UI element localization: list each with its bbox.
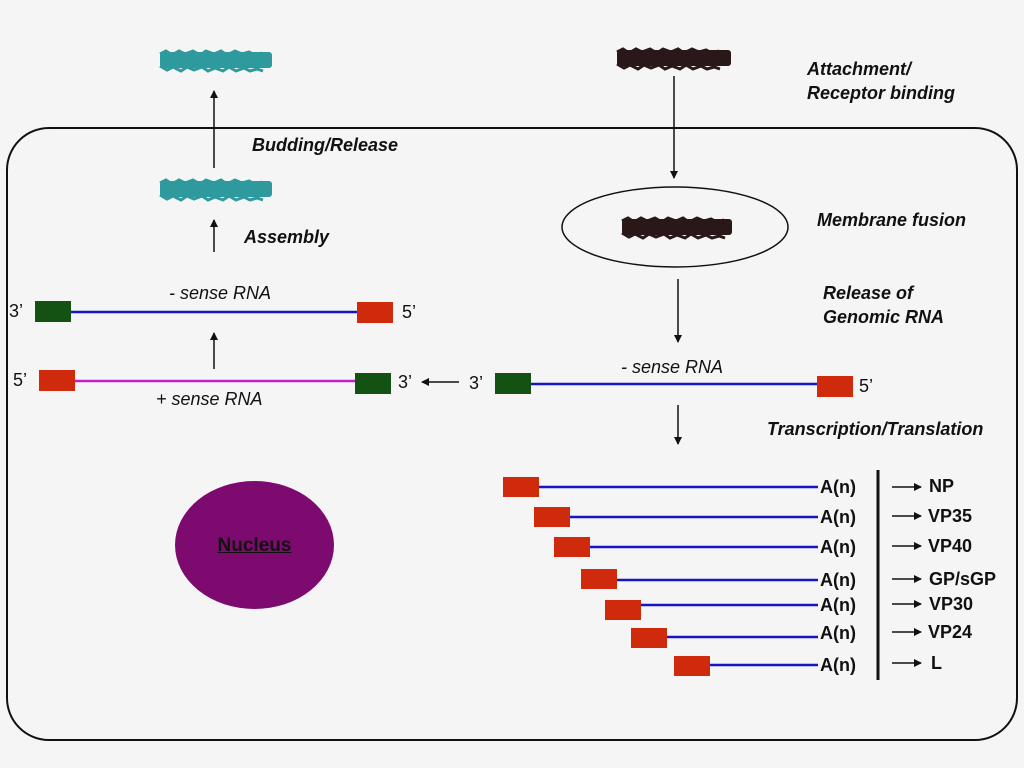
rna-5prime-box: [39, 370, 75, 391]
five-prime-label: 5’: [13, 370, 28, 390]
polya-label: A(n): [820, 655, 856, 675]
virion-assembled: [159, 178, 272, 202]
three-prime-label: 3’: [9, 301, 24, 321]
five-prime-label: 5’: [859, 376, 874, 396]
genomic-minus-sense-rna-label: - sense RNA: [621, 357, 724, 377]
polya-label: A(n): [820, 507, 856, 527]
attachment-label: Attachment/ Receptor binding: [807, 59, 955, 103]
protein-gp-label: GP/sGP: [929, 569, 997, 589]
three-prime-label: 3’: [398, 372, 413, 392]
virion-released: [159, 49, 272, 73]
rna-3prime-box: [35, 301, 71, 322]
mrna-cap-box: [534, 507, 570, 527]
protein-np-label: NP: [929, 476, 955, 496]
budding-label: Budding/Release: [252, 135, 399, 155]
polya-label: A(n): [820, 570, 856, 590]
mrna-cap-box: [503, 477, 539, 497]
mrna-cap-box: [581, 569, 617, 589]
minus-sense-rna-label: - sense RNA: [169, 283, 272, 303]
plus-sense-rna-label: + sense RNA: [156, 389, 263, 409]
protein-arrows: [892, 483, 922, 667]
assembly-label: Assembly: [244, 227, 330, 247]
polya-label: A(n): [820, 477, 856, 497]
nucleus: Nucleus: [175, 481, 334, 609]
five-prime-label: 5’: [402, 302, 417, 322]
mrna-cap-box: [631, 628, 667, 648]
cell-membrane: [6, 127, 1018, 741]
polya-label: A(n): [820, 537, 856, 557]
protein-vp30-label: VP30: [929, 594, 974, 614]
virion-fusing: [621, 216, 732, 240]
endosome: [561, 186, 789, 268]
protein-vp40-label: VP40: [928, 536, 973, 556]
mrna-cap-box: [674, 656, 710, 676]
transcription-label: Transcription/Translation: [767, 419, 984, 439]
polya-label: A(n): [820, 595, 856, 615]
three-prime-label: 3’: [469, 373, 484, 393]
mrna-cap-box: [605, 600, 641, 620]
protein-l-label: L: [931, 653, 942, 673]
release-label: Release of Genomic RNA: [823, 283, 945, 327]
rna-5prime-box: [817, 376, 853, 397]
protein-vp35-label: VP35: [928, 506, 973, 526]
rna-3prime-box: [355, 373, 391, 394]
virion-incoming: [616, 47, 731, 71]
membrane-fusion-label: Membrane fusion: [817, 210, 967, 230]
protein-vp24-label: VP24: [928, 622, 973, 642]
rna-3prime-box: [495, 373, 531, 394]
rna-5prime-box: [357, 302, 393, 323]
mrna-transcripts: [503, 477, 818, 676]
nucleus-label: Nucleus: [217, 535, 292, 556]
mrna-cap-box: [554, 537, 590, 557]
polya-label: A(n): [820, 623, 856, 643]
